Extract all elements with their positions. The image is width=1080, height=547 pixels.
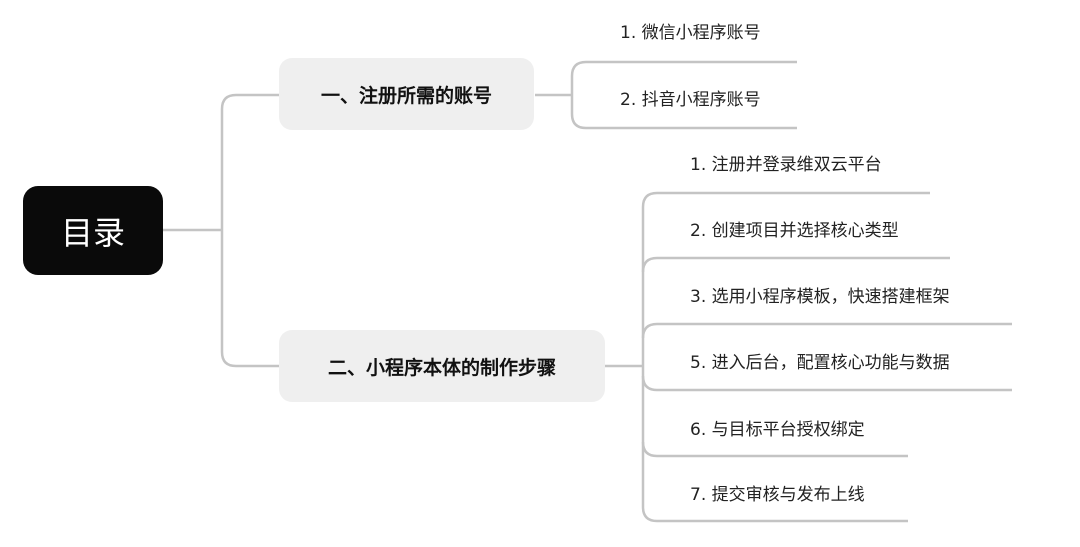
branch1-spine bbox=[570, 60, 797, 130]
root-node[interactable]: 目录 bbox=[23, 186, 163, 275]
leaf-item[interactable]: 2. 抖音小程序账号 bbox=[620, 90, 761, 110]
branch-label: 一、注册所需的账号 bbox=[320, 84, 492, 107]
leaf-item[interactable]: 5. 进入后台，配置核心功能与数据 bbox=[690, 353, 950, 373]
underline-2 bbox=[641, 256, 950, 273]
leaf-item[interactable]: 3. 选用小程序模板，快速搭建框架 bbox=[690, 287, 950, 307]
root-spine bbox=[220, 93, 279, 368]
underline-3 bbox=[641, 322, 1012, 339]
leaf-item[interactable]: 6. 与目标平台授权绑定 bbox=[690, 420, 865, 440]
underline-6 bbox=[641, 441, 908, 458]
underline-5 bbox=[641, 375, 1012, 392]
branch-node-steps[interactable]: 二、小程序本体的制作步骤 bbox=[279, 330, 605, 402]
branch2-spine bbox=[641, 191, 930, 523]
leaf-item[interactable]: 1. 注册并登录维双云平台 bbox=[690, 155, 882, 175]
root-label: 目录 bbox=[60, 213, 125, 252]
leaf-item[interactable]: 1. 微信小程序账号 bbox=[620, 23, 761, 43]
leaf-item[interactable]: 2. 创建项目并选择核心类型 bbox=[690, 221, 899, 241]
branch-node-accounts[interactable]: 一、注册所需的账号 bbox=[279, 58, 534, 130]
leaf-item[interactable]: 7. 提交审核与发布上线 bbox=[690, 485, 865, 505]
branch-label: 二、小程序本体的制作步骤 bbox=[327, 356, 556, 379]
